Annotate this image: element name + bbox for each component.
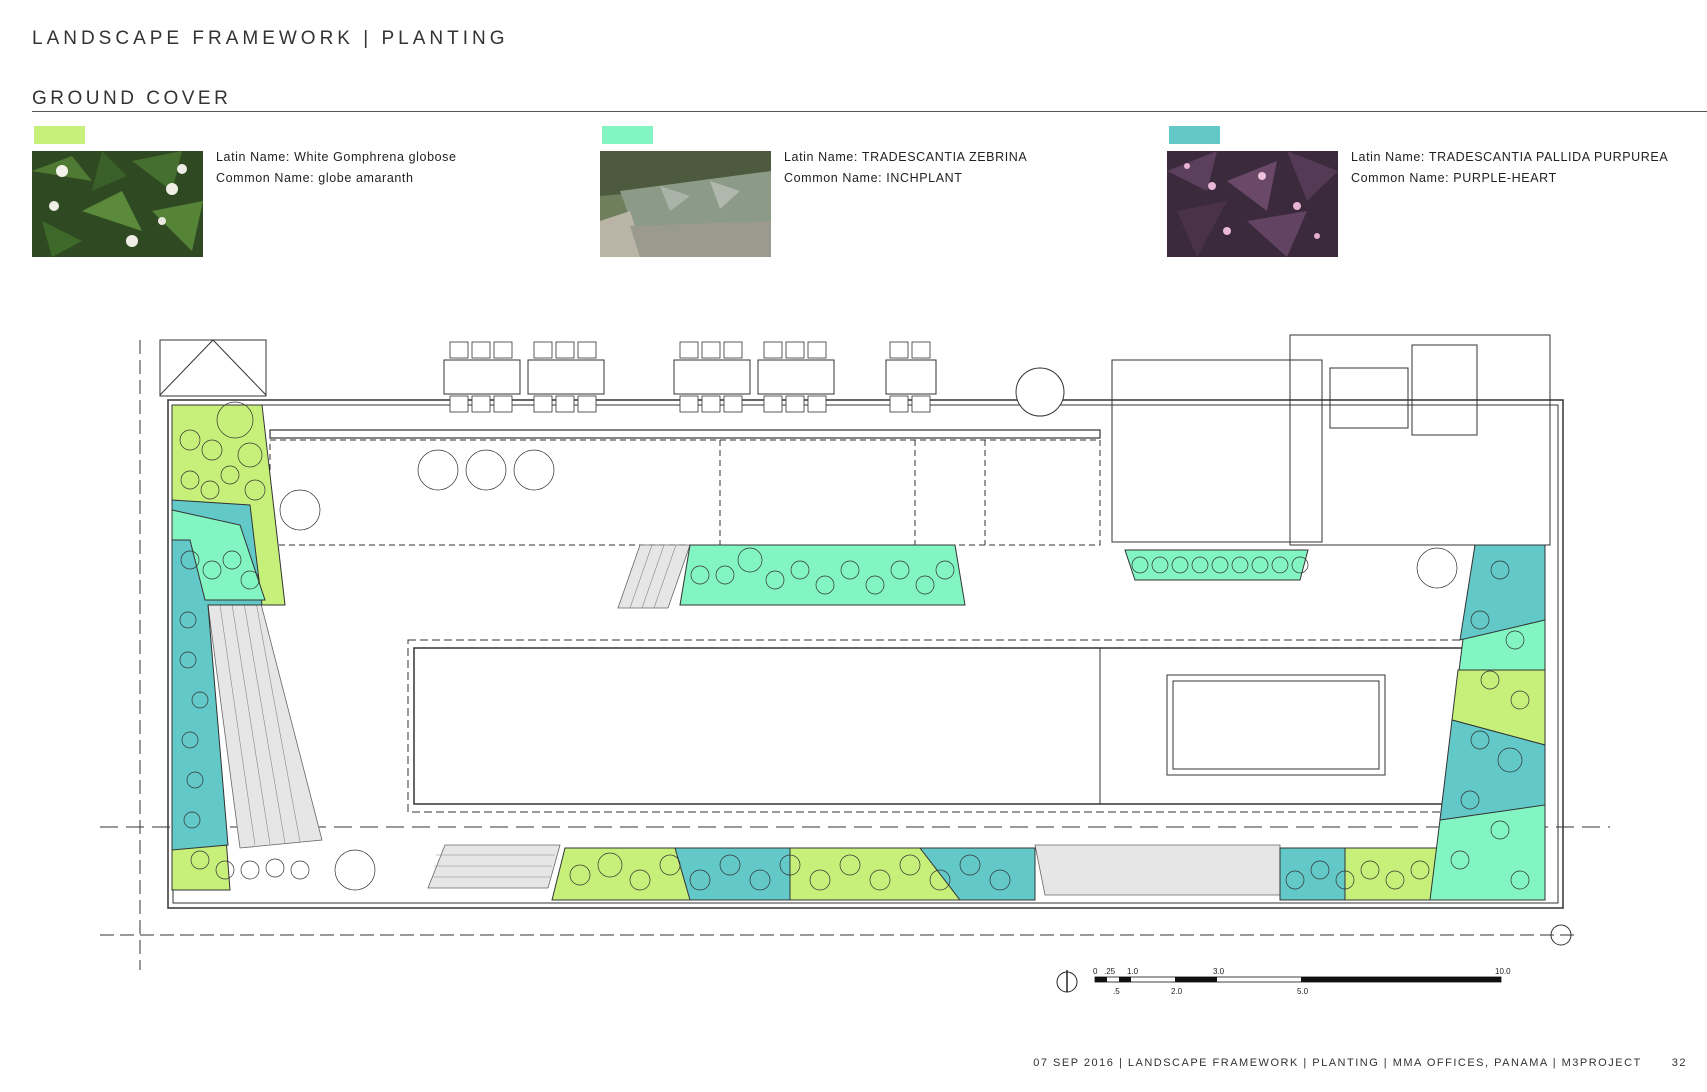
scale-label-2: 2.0 <box>1171 987 1183 996</box>
plant-photo-globe-amaranth <box>32 151 203 257</box>
scale-label-5: 5.0 <box>1297 987 1309 996</box>
plant-info-purple-heart: Latin Name: TRADESCANTIA PALLIDA PURPURE… <box>1351 147 1668 189</box>
latin-name-value: TRADESCANTIA PALLIDA PURPUREA <box>1428 150 1669 164</box>
footer: 07 SEP 2016 | LANDSCAPE FRAMEWORK | PLAN… <box>1033 1057 1687 1069</box>
site-plan-drawing <box>100 334 1610 993</box>
plant-photo-inchplant <box>600 151 771 257</box>
scale-label-3: 3.0 <box>1213 967 1225 976</box>
color-swatch-purple-heart <box>1169 126 1220 144</box>
plant-info-globe-amaranth: Latin Name: White Gomphrena globose Comm… <box>216 147 457 189</box>
common-name-value: globe amaranth <box>318 171 414 185</box>
latin-name-value: TRADESCANTIA ZEBRINA <box>861 150 1028 164</box>
latin-name-label: Latin Name: <box>216 150 290 164</box>
header-divider <box>32 111 1707 112</box>
plant-info-inchplant: Latin Name: TRADESCANTIA ZEBRINA Common … <box>784 147 1027 189</box>
scale-label-05: .5 <box>1113 987 1120 996</box>
latin-name-label: Latin Name: <box>784 150 858 164</box>
section-title: GROUND COVER <box>32 88 232 109</box>
common-name-value: PURPLE-HEART <box>1453 171 1557 185</box>
scale-label-0: 0 <box>1093 967 1098 976</box>
plant-photo-purple-heart <box>1167 151 1338 257</box>
footer-text: 07 SEP 2016 | LANDSCAPE FRAMEWORK | PLAN… <box>1033 1057 1642 1069</box>
scale-label-025: .25 <box>1104 967 1116 976</box>
page-title: LANDSCAPE FRAMEWORK | PLANTING <box>32 28 509 49</box>
scale-label-10: 10.0 <box>1495 967 1511 976</box>
page-number: 32 <box>1671 1057 1687 1069</box>
scale-bar: 0 .25 .5 1.0 2.0 3.0 5.0 10.0 <box>1093 967 1511 996</box>
north-arrow-icon <box>1056 970 1078 993</box>
common-name-value: INCHPLANT <box>886 171 963 185</box>
latin-name-label: Latin Name: <box>1351 150 1425 164</box>
scale-label-1: 1.0 <box>1127 967 1139 976</box>
color-swatch-globe-amaranth <box>34 126 85 144</box>
common-name-label: Common Name: <box>216 171 315 185</box>
color-swatch-inchplant <box>602 126 653 144</box>
common-name-label: Common Name: <box>1351 171 1450 185</box>
common-name-label: Common Name: <box>784 171 883 185</box>
latin-name-value: White Gomphrena globose <box>294 150 457 164</box>
